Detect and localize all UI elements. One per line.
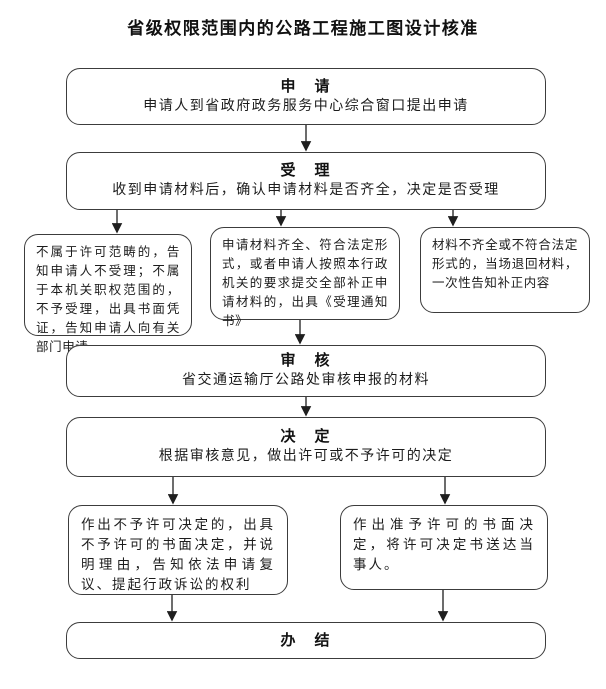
complete-heading: 办 结: [280, 632, 332, 649]
accept-heading: 受 理: [280, 163, 332, 179]
review-heading: 审 核: [280, 353, 332, 369]
flow-node-accept: 受 理 收到申请材料后，确认申请材料是否齐全，决定是否受理: [66, 152, 546, 210]
flow-node-apply: 申 请 申请人到省政府政务服务中心综合窗口提出申请: [66, 68, 546, 125]
apply-body: 申请人到省政府政务服务中心综合窗口提出申请: [143, 98, 469, 114]
flow-node-decision: 决 定 根据审核意见，做出许可或不予许可的决定: [66, 417, 546, 477]
flow-node-materials-complete: 申请材料齐全、符合法定形式，或者申请人按照本行政机关的要求提交全部补正申请材料的…: [210, 227, 400, 328]
flow-node-not-in-scope: 不属于许可范畴的，告知申请人不受理；不属于本机关职权范围的，不予受理，出具书面凭…: [24, 234, 192, 354]
decision-body: 根据审核意见，做出许可或不予许可的决定: [158, 449, 454, 464]
flow-node-review: 审 核 省交通运输厅公路处审核申报的材料: [66, 345, 546, 397]
accept-body: 收到申请材料后，确认申请材料是否齐全，决定是否受理: [112, 183, 500, 198]
decision-heading: 决 定: [280, 429, 332, 445]
flow-node-materials-incomplete: 材料不齐全或不符合法定形式的，当场退回材料，一次性告知补正内容: [420, 227, 590, 313]
flow-node-deny: 作出不予许可决定的，出具不予许可的书面决定，并说明理由，告知依法申请复议、提起行…: [68, 505, 288, 595]
flow-node-grant: 作出准予许可的书面决定，将许可决定书送达当事人。: [340, 505, 548, 590]
apply-heading: 申 请: [280, 78, 332, 95]
review-body: 省交通运输厅公路处审核申报的材料: [182, 373, 430, 388]
flow-node-complete: 办 结: [66, 622, 546, 659]
page-title: 省级权限范围内的公路工程施工图设计核准: [127, 19, 479, 38]
